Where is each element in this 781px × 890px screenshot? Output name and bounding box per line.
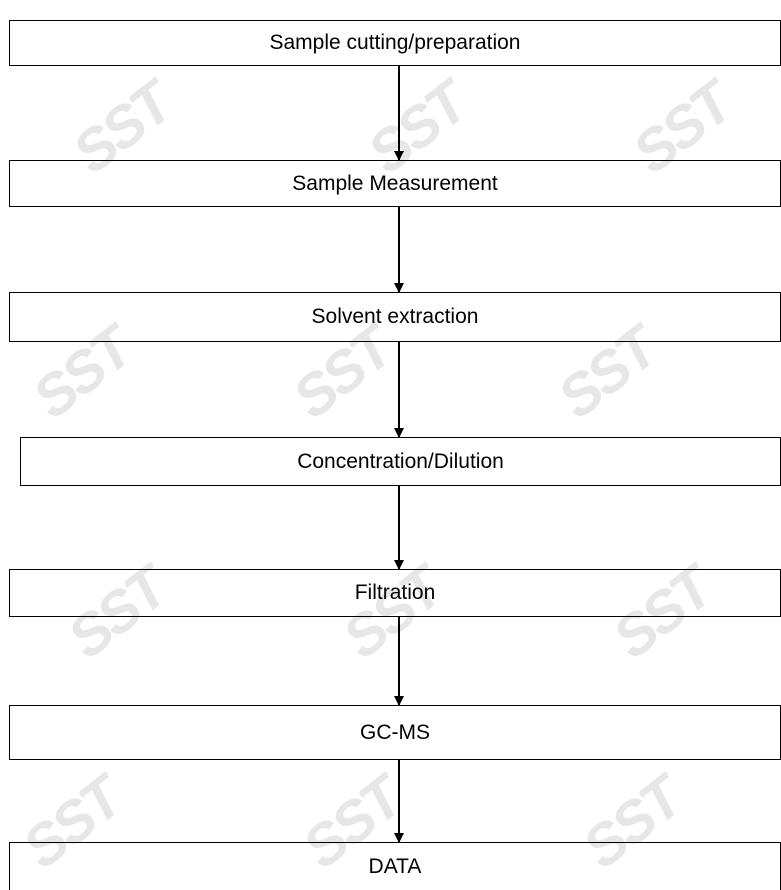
step-solvent-extraction: Solvent extraction — [9, 292, 781, 342]
step-label: Sample Measurement — [292, 171, 498, 195]
step-label: Concentration/Dilution — [297, 449, 504, 473]
step-label: Solvent extraction — [311, 305, 479, 328]
step-label: Filtration — [354, 581, 436, 604]
step-data: DATA — [9, 842, 781, 890]
step-label: Sample cutting/preparation — [269, 31, 521, 54]
step-gc-ms: GC-MS — [9, 705, 781, 760]
step-concentration-dilution: Concentration/Dilution — [20, 437, 781, 486]
step-sample-measurement: Sample Measurement — [9, 160, 781, 207]
step-filtration: Filtration — [9, 569, 781, 617]
step-label: GC-MS — [360, 720, 430, 744]
step-sample-cutting-preparation: Sample cutting/preparation — [9, 20, 781, 66]
step-label: DATA — [368, 854, 422, 878]
